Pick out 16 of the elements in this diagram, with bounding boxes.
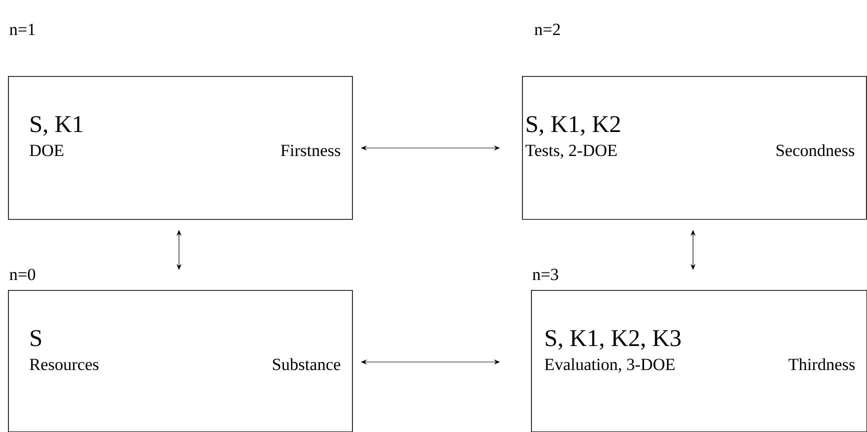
node-text: Tests, 2-DOE bbox=[526, 144, 617, 159]
node-text: Thirdness bbox=[788, 358, 855, 370]
node-heading: S, K1, K2 bbox=[526, 116, 620, 136]
node-text: Secondness bbox=[776, 144, 854, 156]
index-label: n=0 bbox=[10, 268, 36, 280]
node-text: Firstness bbox=[280, 144, 340, 156]
node-text: Resources bbox=[30, 358, 98, 370]
node-heading: S, K1, K2, K3 bbox=[546, 330, 681, 350]
index-label: n=3 bbox=[532, 268, 558, 280]
index-label: n=1 bbox=[10, 24, 35, 35]
node-heading: S bbox=[30, 330, 42, 346]
node-text: Evaluation, 3-DOE bbox=[544, 358, 675, 373]
index-label: n=2 bbox=[534, 24, 560, 35]
node-heading: S, K1 bbox=[30, 116, 82, 136]
node-text: DOE bbox=[30, 144, 64, 156]
node-text: Substance bbox=[273, 358, 340, 370]
